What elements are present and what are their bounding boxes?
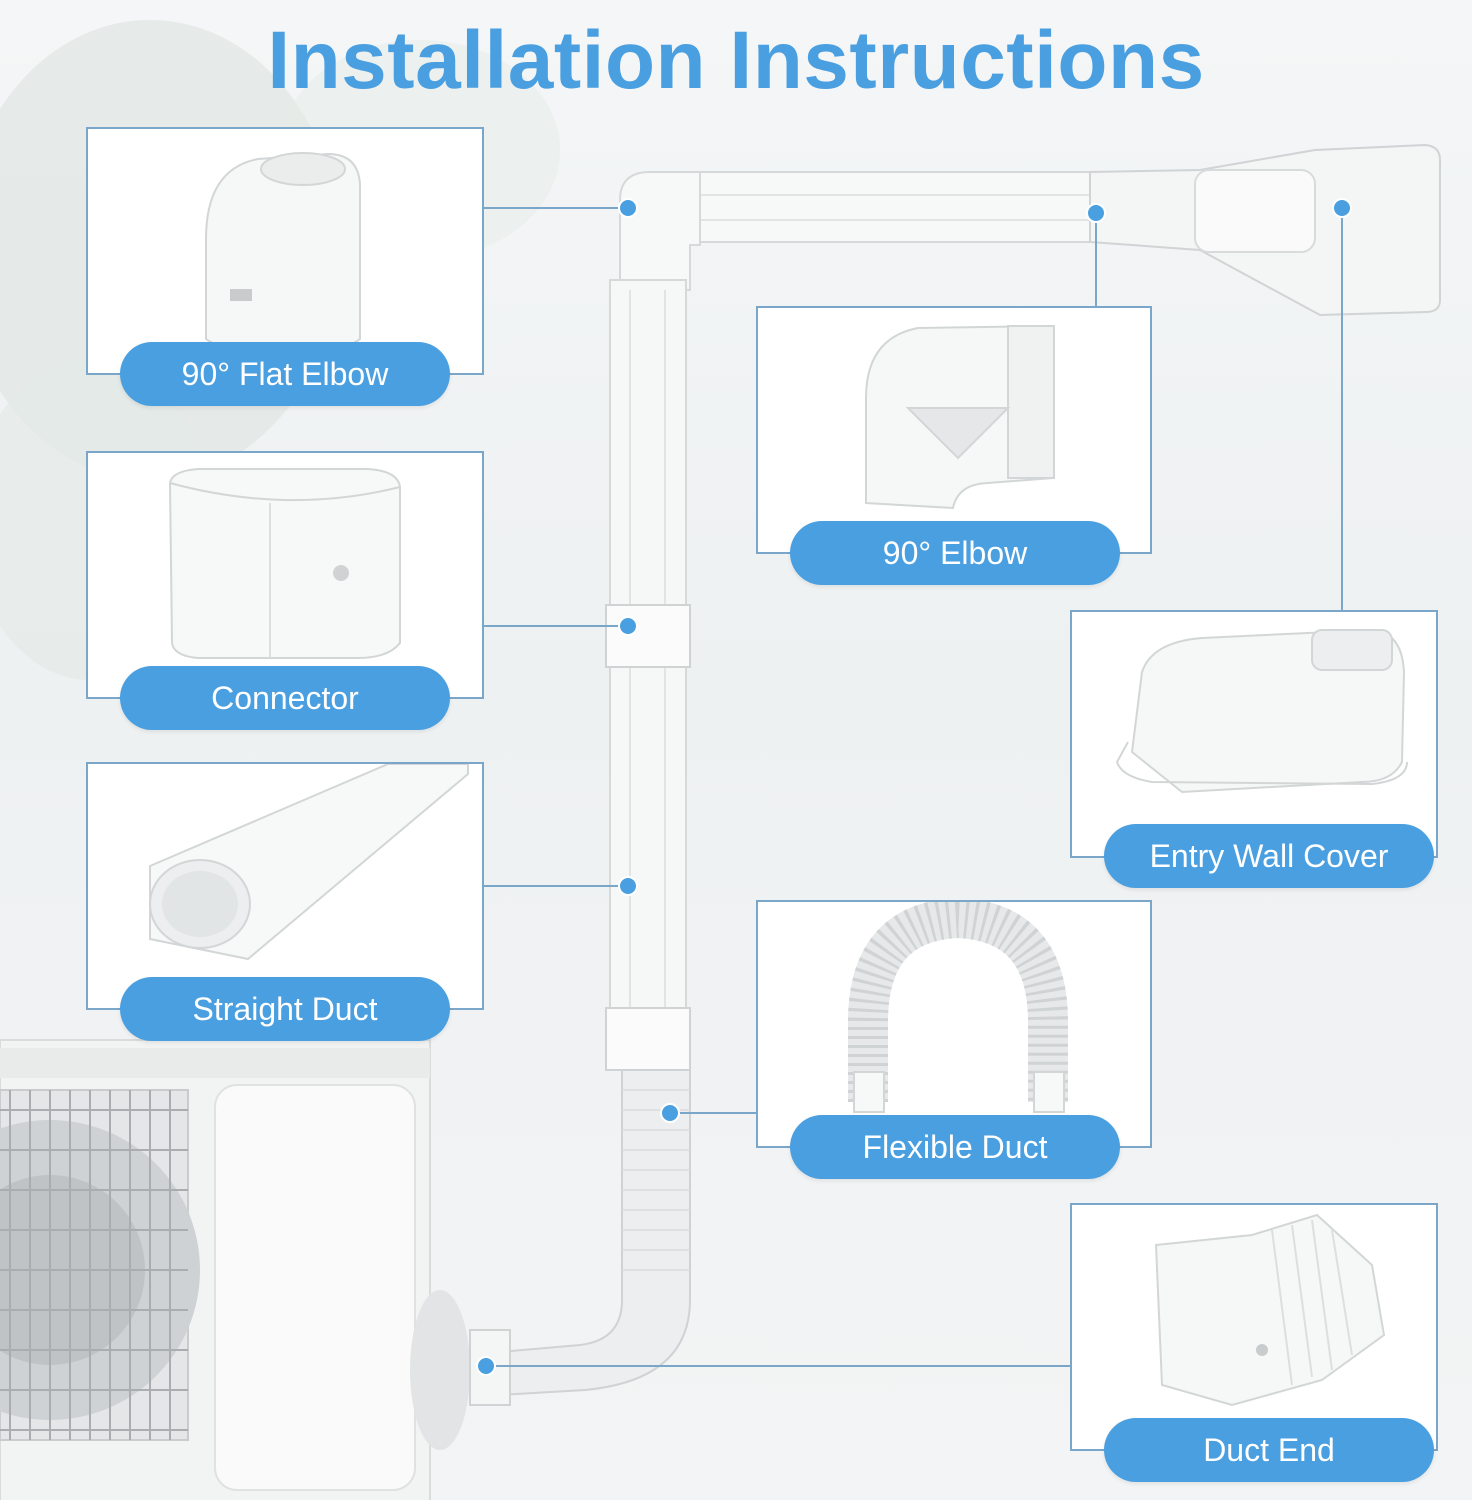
duct-end-image: [1154, 1213, 1386, 1407]
flexible-duct-label: Flexible Duct: [790, 1115, 1120, 1179]
duct-end-panel: [1070, 1203, 1438, 1451]
page-title: Installation Instructions: [267, 15, 1205, 106]
duct-end-label: Duct End: [1104, 1418, 1434, 1482]
elbow-image: [865, 324, 1056, 510]
flexible-duct-image: [848, 902, 1068, 1113]
duct-end-label-text: Duct End: [1203, 1432, 1335, 1468]
straight-duct-dot: [618, 876, 638, 896]
connector-panel: [86, 451, 484, 699]
straight-duct-label-text: Straight Duct: [192, 991, 378, 1027]
entry-wall-cover-label-text: Entry Wall Cover: [1149, 838, 1389, 874]
flat-elbow-label: 90° Flat Elbow: [120, 342, 450, 406]
connector-label-text: Connector: [211, 680, 359, 716]
entry-wall-cover-image: [1115, 628, 1408, 794]
straight-duct-image: [149, 764, 469, 961]
elbow-dot: [1086, 203, 1106, 223]
entry-wall-cover-dot: [1332, 198, 1352, 218]
connector-dot: [618, 616, 638, 636]
flat-elbow-panel: [86, 127, 484, 375]
elbow-label-text: 90° Elbow: [882, 535, 1028, 571]
straight-duct-panel: [86, 762, 484, 1010]
flexible-duct-dot: [660, 1103, 680, 1123]
flat-elbow-label-text: 90° Flat Elbow: [181, 356, 389, 392]
duct-end-dot: [476, 1356, 496, 1376]
flexible-duct-label-text: Flexible Duct: [862, 1129, 1048, 1165]
flat-elbow-image: [205, 152, 361, 357]
connector-image: [168, 468, 401, 659]
connector-label: Connector: [120, 666, 450, 730]
elbow-label: 90° Elbow: [790, 521, 1120, 585]
straight-duct-label: Straight Duct: [120, 977, 450, 1041]
flexible-duct-panel: [756, 900, 1152, 1148]
flat-elbow-dot: [618, 198, 638, 218]
entry-wall-cover-label: Entry Wall Cover: [1104, 824, 1434, 888]
elbow-panel: [756, 306, 1152, 554]
entry-wall-cover-panel: [1070, 610, 1438, 858]
